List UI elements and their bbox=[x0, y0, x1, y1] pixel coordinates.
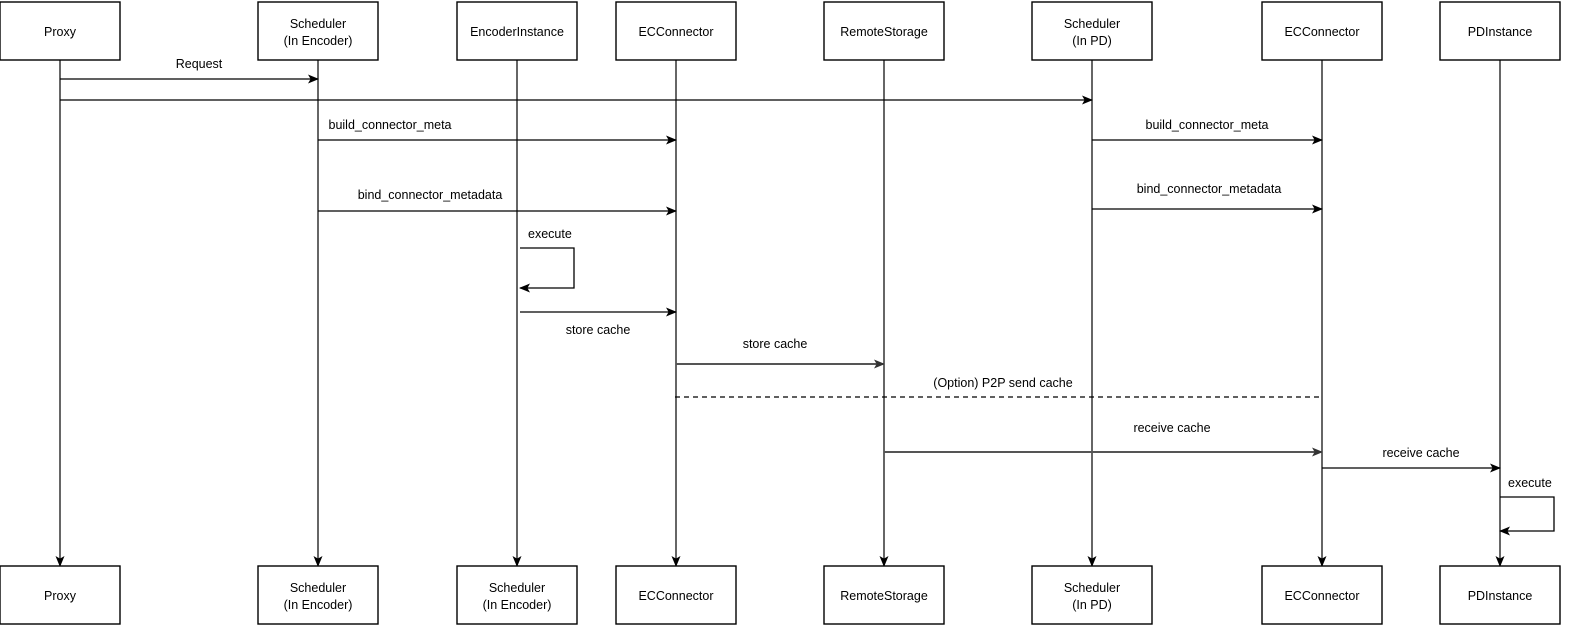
participant-label-proxy: Proxy bbox=[44, 25, 77, 39]
participant-label-line2-sched_enc: (In Encoder) bbox=[284, 598, 353, 612]
participant-box-rect-ecconn_enc bbox=[615, 565, 737, 625]
message-m11: receive cache bbox=[1322, 446, 1501, 473]
message-m1: Request bbox=[60, 57, 319, 84]
lifelines-layer bbox=[55, 60, 1505, 567]
participant-box-rect-ecconn_enc bbox=[615, 1, 737, 61]
self-messages-layer: execute execute bbox=[519, 227, 1555, 536]
message-label-m9: (Option) P2P send cache bbox=[933, 376, 1072, 390]
participant-box-bottom-ecconn_pd[interactable]: ECConnector bbox=[1261, 565, 1383, 625]
participant-box-rect-remote bbox=[823, 1, 945, 61]
participant-box-top-ecconn_enc[interactable]: ECConnector bbox=[615, 1, 737, 61]
participant-label-encoder_inst: EncoderInstance bbox=[470, 25, 564, 39]
participant-box-top-sched_pd[interactable]: Scheduler (In PD) bbox=[1031, 1, 1153, 61]
self-message-label-s1: execute bbox=[528, 227, 572, 241]
participant-box-rect-pdinstance bbox=[1439, 565, 1561, 625]
messages-layer: Request build_connector_meta build_connect… bbox=[60, 57, 1501, 473]
participant-label-line2-sched_enc: (In Encoder) bbox=[284, 34, 353, 48]
self-loop-path-s2 bbox=[1499, 496, 1555, 536]
message-label-m3: build_connector_meta bbox=[329, 118, 452, 132]
participant-box-rect-sched_enc bbox=[257, 1, 379, 61]
participant-box-top-ecconn_pd[interactable]: ECConnector bbox=[1261, 1, 1383, 61]
message-m7: store cache bbox=[520, 307, 677, 337]
participant-box-rect-sched_pd bbox=[1031, 565, 1153, 625]
participant-box-top-sched_enc[interactable]: Scheduler (In Encoder) bbox=[257, 1, 379, 61]
message-label-m7: store cache bbox=[566, 323, 631, 337]
participant-box-bottom-proxy[interactable]: Proxy bbox=[0, 565, 121, 625]
participant-label-remote: RemoteStorage bbox=[840, 589, 928, 603]
participant-box-bottom-sched_pd[interactable]: Scheduler (In PD) bbox=[1031, 565, 1153, 625]
participant-label-line2-sched_pd: (In PD) bbox=[1072, 34, 1112, 48]
self-message-s1: execute bbox=[519, 227, 575, 293]
participant-label-line1-sched_enc: Scheduler bbox=[290, 17, 346, 31]
participant-label-pdinstance: PDInstance bbox=[1468, 589, 1533, 603]
participant-box-bottom-remote[interactable]: RemoteStorage bbox=[823, 565, 945, 625]
participant-label-line1-sched_enc: Scheduler bbox=[290, 581, 346, 595]
message-label-m5: bind_connector_metadata bbox=[358, 188, 503, 202]
participant-label-line1-encoder_inst: Scheduler bbox=[489, 581, 545, 595]
message-m5: bind_connector_metadata bbox=[318, 188, 677, 216]
participant-label-line2-encoder_inst: (In Encoder) bbox=[483, 598, 552, 612]
self-loop-path-s1 bbox=[519, 247, 575, 293]
participant-box-rect-pdinstance bbox=[1439, 1, 1561, 61]
participant-label-ecconn_pd: ECConnector bbox=[1284, 25, 1359, 39]
participant-label-ecconn_enc: ECConnector bbox=[638, 25, 713, 39]
message-label-m10: receive cache bbox=[1133, 421, 1210, 435]
participant-box-rect-encoder_inst bbox=[456, 1, 578, 61]
self-message-s2: execute bbox=[1499, 476, 1555, 536]
participant-box-top-remote[interactable]: RemoteStorage bbox=[823, 1, 945, 61]
participant-box-rect-remote bbox=[823, 565, 945, 625]
message-label-m6: bind_connector_metadata bbox=[1137, 182, 1282, 196]
message-label-m11: receive cache bbox=[1382, 446, 1459, 460]
participant-label-remote: RemoteStorage bbox=[840, 25, 928, 39]
participant-box-rect-sched_enc bbox=[257, 565, 379, 625]
participant-label-ecconn_pd: ECConnector bbox=[1284, 589, 1359, 603]
message-label-m8: store cache bbox=[743, 337, 808, 351]
participant-box-rect-encoder_inst bbox=[456, 565, 578, 625]
participant-label-line1-sched_pd: Scheduler bbox=[1064, 581, 1120, 595]
participant-box-rect-ecconn_pd bbox=[1261, 565, 1383, 625]
participant-box-bottom-pdinstance[interactable]: PDInstance bbox=[1439, 565, 1561, 625]
participant-box-bottom-ecconn_enc[interactable]: ECConnector bbox=[615, 565, 737, 625]
self-message-label-s2: execute bbox=[1508, 476, 1552, 490]
message-m10: receive cache bbox=[884, 421, 1323, 457]
participant-label-proxy: Proxy bbox=[44, 589, 77, 603]
participant-box-rect-proxy bbox=[0, 1, 121, 61]
message-m6: bind_connector_metadata bbox=[1092, 182, 1323, 214]
participant-box-rect-sched_pd bbox=[1031, 1, 1153, 61]
message-label-m4: build_connector_meta bbox=[1146, 118, 1269, 132]
participant-box-bottom-encoder_inst[interactable]: Scheduler (In Encoder) bbox=[456, 565, 578, 625]
message-m8: store cache bbox=[676, 337, 885, 369]
participant-box-top-encoder_inst[interactable]: EncoderInstance bbox=[456, 1, 578, 61]
message-m9: (Option) P2P send cache bbox=[675, 376, 1322, 398]
message-m4: build_connector_meta bbox=[1092, 118, 1323, 145]
participant-box-top-pdinstance[interactable]: PDInstance bbox=[1439, 1, 1561, 61]
participant-box-rect-proxy bbox=[0, 565, 121, 625]
message-m3: build_connector_meta bbox=[318, 118, 677, 145]
participant-box-bottom-sched_enc[interactable]: Scheduler (In Encoder) bbox=[257, 565, 379, 625]
participant-label-line2-sched_pd: (In PD) bbox=[1072, 598, 1112, 612]
participant-box-top-proxy[interactable]: Proxy bbox=[0, 1, 121, 61]
message-label-m1: Request bbox=[176, 57, 223, 71]
participant-box-rect-ecconn_pd bbox=[1261, 1, 1383, 61]
participant-label-ecconn_enc: ECConnector bbox=[638, 589, 713, 603]
participant-label-pdinstance: PDInstance bbox=[1468, 25, 1533, 39]
participant-label-line1-sched_pd: Scheduler bbox=[1064, 17, 1120, 31]
